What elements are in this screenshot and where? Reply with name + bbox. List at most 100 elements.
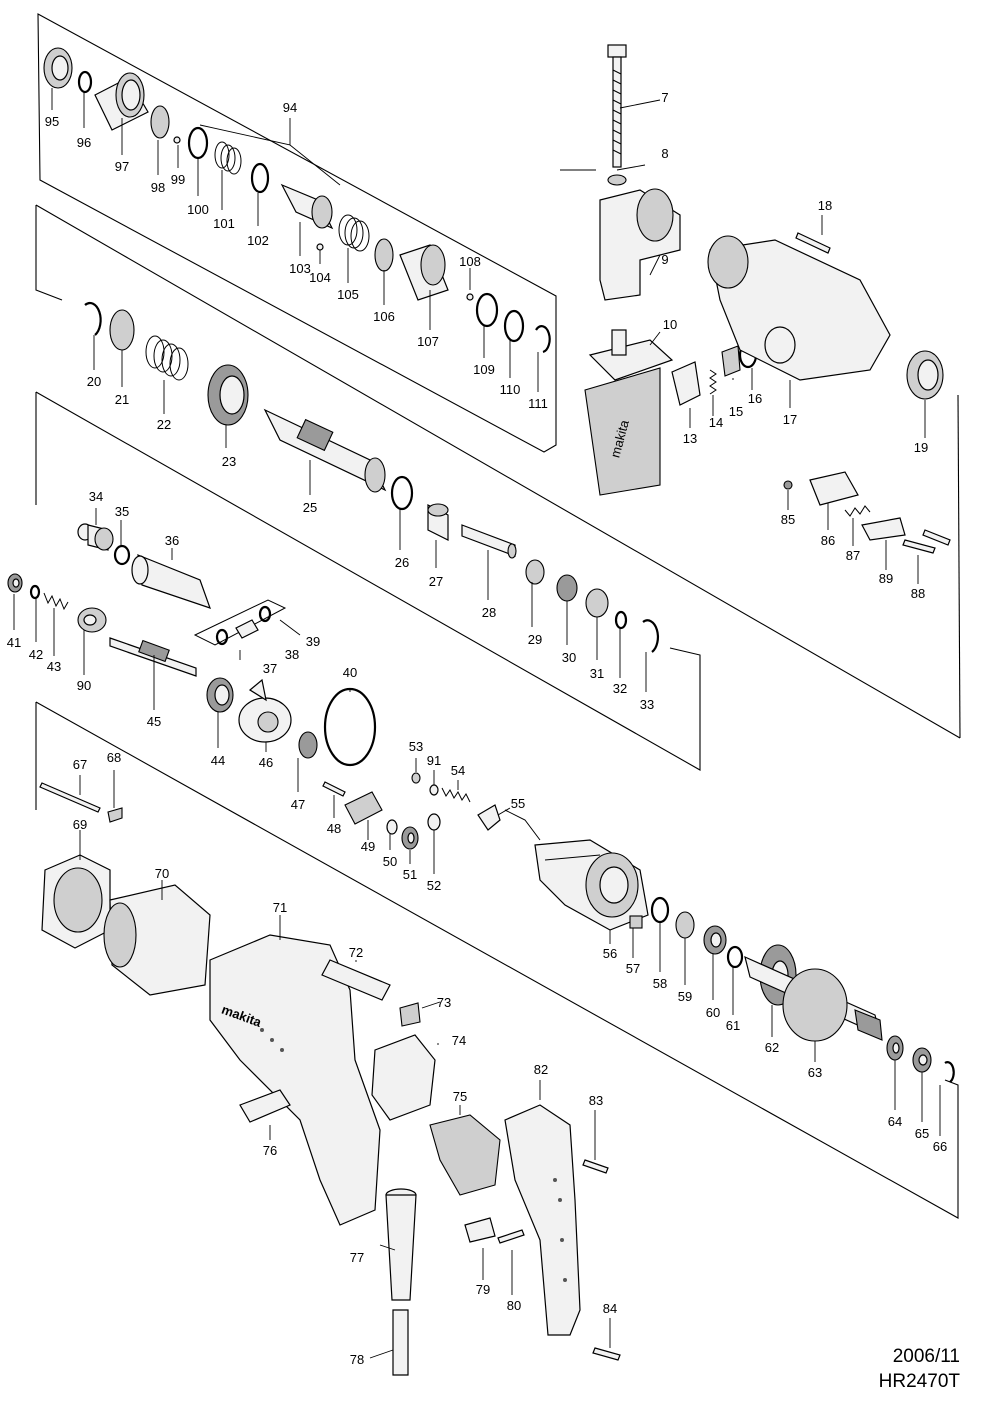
part-label-60: 60: [706, 1005, 720, 1020]
part-label-72: 72: [349, 945, 363, 960]
part-33-retaining-ring: [642, 619, 659, 653]
part-77-cord-guard: [385, 1188, 417, 1301]
part-label-69: 69: [73, 817, 87, 832]
part-40-o-ring: [323, 687, 377, 767]
part-label-32: 32: [613, 681, 627, 696]
part-70-field: [103, 884, 211, 996]
part-label-110: 110: [500, 382, 521, 397]
part-29-washer: [525, 559, 545, 585]
part-label-36: 36: [165, 533, 179, 548]
part-label-111: 111: [528, 396, 548, 411]
part-label-88: 88: [911, 586, 925, 601]
part-25-cylinder: [263, 408, 387, 493]
part-label-84: 84: [603, 1301, 617, 1316]
part-label-49: 49: [361, 839, 375, 854]
part-label-53: 53: [409, 739, 423, 754]
part-71-motor-housing: makita: [209, 934, 381, 1226]
part-label-101: 101: [213, 216, 235, 231]
part-label-56: 56: [603, 946, 617, 961]
part-label-86: 86: [821, 533, 835, 548]
part-10-side-grip: makita: [584, 329, 674, 496]
part-label-19: 19: [914, 440, 928, 455]
part-label-98: 98: [151, 180, 165, 195]
part-label-89: 89: [879, 571, 893, 586]
part-82-handle-cover: [504, 1104, 581, 1336]
part-87-spring: [844, 505, 871, 517]
part-label-75: 75: [453, 1089, 467, 1104]
part-label-97: 97: [115, 159, 129, 174]
part-label-65: 65: [915, 1126, 929, 1141]
part-label-82: 82: [534, 1062, 548, 1077]
part-48-screw: [322, 781, 346, 797]
part-106-washer: [374, 238, 394, 272]
part-60-bearing: [703, 925, 727, 955]
part-number-labels: 7 8 9 10 13 14 15 16 17 18 19 20 21 22 2…: [7, 90, 947, 1367]
part-label-34: 34: [89, 489, 103, 504]
frame-group-94: [37, 13, 557, 453]
part-22-spring: [145, 335, 189, 381]
part-54-spring: [441, 787, 471, 803]
part-label-74: 74: [452, 1033, 466, 1048]
part-45-shaft: [109, 637, 197, 677]
part-label-99: 99: [171, 172, 185, 187]
part-label-20: 20: [87, 374, 101, 389]
part-46-swash-bearing: [238, 678, 292, 743]
part-label-37: 37: [263, 661, 277, 676]
part-label-96: 96: [77, 135, 91, 150]
part-19-ring: [906, 350, 944, 400]
part-69-baffle: [41, 854, 111, 949]
part-21-nut: [109, 309, 135, 351]
part-label-55: 55: [511, 796, 525, 811]
part-64-bearing: [886, 1035, 904, 1061]
part-label-104: 104: [309, 270, 331, 285]
part-88b-screw: [922, 529, 951, 546]
part-99-ball: [173, 136, 181, 144]
part-14-spring: [709, 369, 717, 395]
part-label-7: 7: [661, 90, 668, 105]
part-label-90: 90: [77, 678, 91, 693]
part-label-76: 76: [263, 1143, 277, 1158]
part-55-lever: [477, 804, 541, 841]
frame-group-middle: [35, 391, 701, 771]
footer-model: HR2470T: [879, 1371, 961, 1392]
part-110-ring: [503, 309, 525, 343]
part-label-80: 80: [507, 1298, 521, 1313]
part-label-33: 33: [640, 697, 654, 712]
part-104-ball: [316, 243, 324, 251]
part-108-ball: [466, 293, 474, 301]
part-label-57: 57: [626, 961, 640, 976]
part-100-ring: [187, 126, 209, 160]
part-32-o-ring: [614, 610, 628, 630]
part-label-83: 83: [589, 1093, 603, 1108]
part-9-grip-holder: [599, 188, 681, 301]
part-label-45: 45: [147, 714, 161, 729]
part-56-gear-housing: [534, 839, 649, 931]
part-label-94: 94: [283, 100, 297, 115]
part-label-18: 18: [818, 198, 832, 213]
part-label-31: 31: [590, 666, 604, 681]
part-label-102: 102: [247, 233, 269, 248]
part-label-67: 67: [73, 757, 87, 772]
part-label-59: 59: [678, 989, 692, 1004]
part-label-44: 44: [211, 753, 225, 768]
part-39-o-ring: [258, 605, 272, 623]
part-label-95: 95: [45, 114, 59, 129]
part-88-screw: [902, 539, 936, 554]
part-67-screw: [39, 782, 101, 813]
part-80-screw: [497, 1229, 525, 1244]
part-label-105: 105: [337, 287, 359, 302]
part-105-spring: [338, 214, 370, 252]
part-41-bearing: [7, 573, 23, 593]
part-26-o-ring: [390, 475, 414, 511]
part-58-o-ring: [650, 896, 670, 924]
part-27-impact-bolt: [427, 503, 449, 541]
part-37-o-ring: [215, 628, 229, 646]
part-101-spring: [214, 141, 242, 175]
part-label-108: 108: [459, 254, 481, 269]
part-label-22: 22: [157, 417, 171, 432]
part-79-clamp: [464, 1217, 496, 1243]
part-label-87: 87: [846, 548, 860, 563]
part-label-64: 64: [888, 1114, 902, 1129]
part-57-block: [629, 915, 643, 929]
